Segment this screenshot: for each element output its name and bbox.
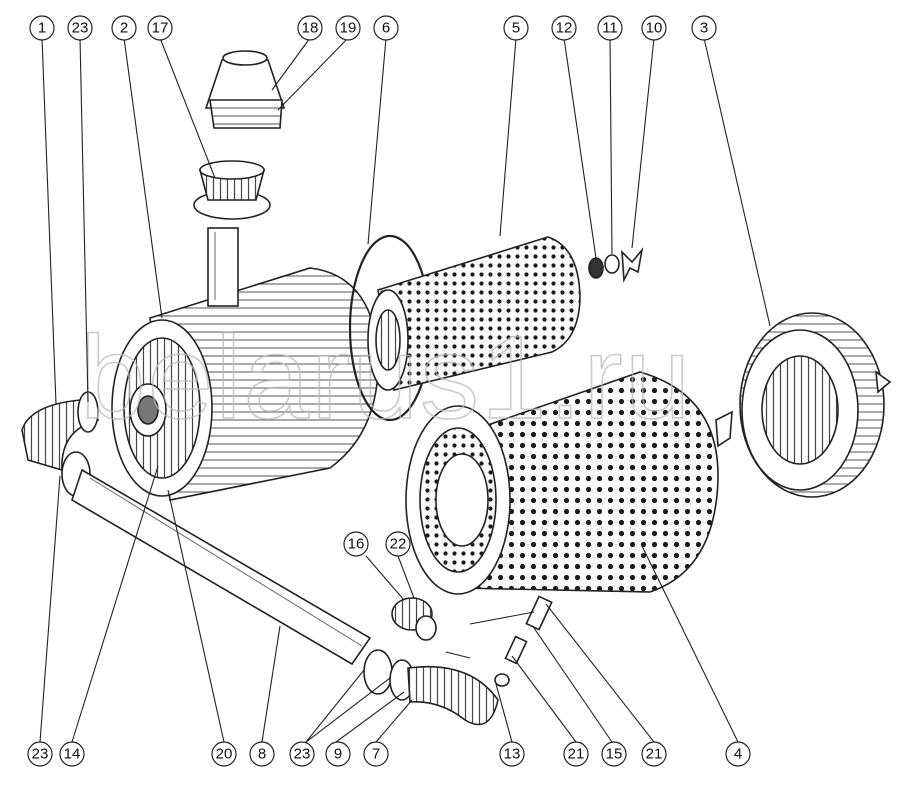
callout-4: 4	[725, 741, 751, 767]
svg-text:20: 20	[216, 746, 233, 763]
callout-16: 16	[343, 531, 369, 557]
callout-12: 12	[551, 15, 577, 41]
callout-23-bottom-left: 23	[27, 741, 53, 767]
svg-text:22: 22	[390, 536, 407, 553]
oil-pan-cover	[715, 312, 892, 498]
svg-text:23: 23	[294, 746, 311, 763]
callout-3: 3	[691, 15, 717, 41]
svg-text:11: 11	[602, 20, 618, 37]
svg-text:9: 9	[334, 746, 342, 763]
callout-23-top: 23	[67, 15, 93, 41]
svg-text:23: 23	[32, 746, 49, 763]
svg-text:16: 16	[348, 536, 365, 553]
callout-9: 9	[325, 741, 351, 767]
elbow-hose	[21, 391, 100, 497]
callout-1-top: 1	[29, 15, 55, 41]
svg-text:8: 8	[258, 746, 266, 763]
callout-7: 7	[363, 741, 389, 767]
air-tube	[71, 468, 372, 666]
callout-18: 18	[297, 15, 323, 41]
svg-text:1: 1	[38, 20, 46, 37]
svg-text:15: 15	[606, 746, 623, 763]
svg-text:5: 5	[512, 20, 520, 37]
svg-text:19: 19	[340, 20, 357, 37]
callouts: 1 23 2 17 18 19 6 5 12 11 10 3 16 22 23	[27, 15, 751, 767]
callout-5: 5	[503, 15, 529, 41]
svg-text:18: 18	[302, 20, 319, 37]
filter-element-large	[405, 371, 719, 595]
plug-fitting	[391, 597, 437, 641]
callout-17: 17	[147, 15, 173, 41]
callout-21-a: 21	[563, 741, 589, 767]
callout-23-bottom-middle: 23	[289, 741, 315, 767]
svg-text:10: 10	[646, 20, 663, 37]
callout-15: 15	[601, 741, 627, 767]
svg-text:14: 14	[64, 746, 81, 763]
callout-2: 2	[111, 15, 137, 41]
callout-20: 20	[211, 741, 237, 767]
filter-element-small	[367, 236, 581, 391]
svg-text:12: 12	[556, 20, 573, 37]
svg-text:13: 13	[504, 746, 521, 763]
nut-washer-set	[588, 247, 644, 283]
svg-text:3: 3	[700, 20, 708, 37]
svg-text:23: 23	[72, 20, 89, 37]
svg-text:21: 21	[646, 746, 663, 763]
callout-13: 13	[499, 741, 525, 767]
svg-text:2: 2	[120, 20, 128, 37]
impeller	[193, 160, 271, 220]
svg-text:7: 7	[372, 746, 380, 763]
callout-19: 19	[335, 15, 361, 41]
lower-elbow	[363, 649, 499, 726]
svg-text:4: 4	[734, 746, 742, 763]
svg-text:6: 6	[382, 20, 390, 37]
callout-6: 6	[373, 15, 399, 41]
svg-text:17: 17	[152, 20, 169, 37]
svg-text:21: 21	[568, 746, 585, 763]
watermark-text: belarus1.ru	[80, 312, 692, 444]
pre-cleaner-cap	[204, 50, 286, 129]
leader-lines	[39, 37, 771, 743]
drain-parts	[494, 595, 553, 687]
callout-21-b: 21	[641, 741, 667, 767]
callout-10: 10	[641, 15, 667, 41]
housing-body	[111, 267, 380, 501]
callout-22: 22	[385, 531, 411, 557]
callout-11: 11	[597, 15, 623, 41]
intake-pipe	[207, 227, 239, 307]
callout-8: 8	[249, 741, 275, 767]
callout-14: 14	[59, 741, 85, 767]
